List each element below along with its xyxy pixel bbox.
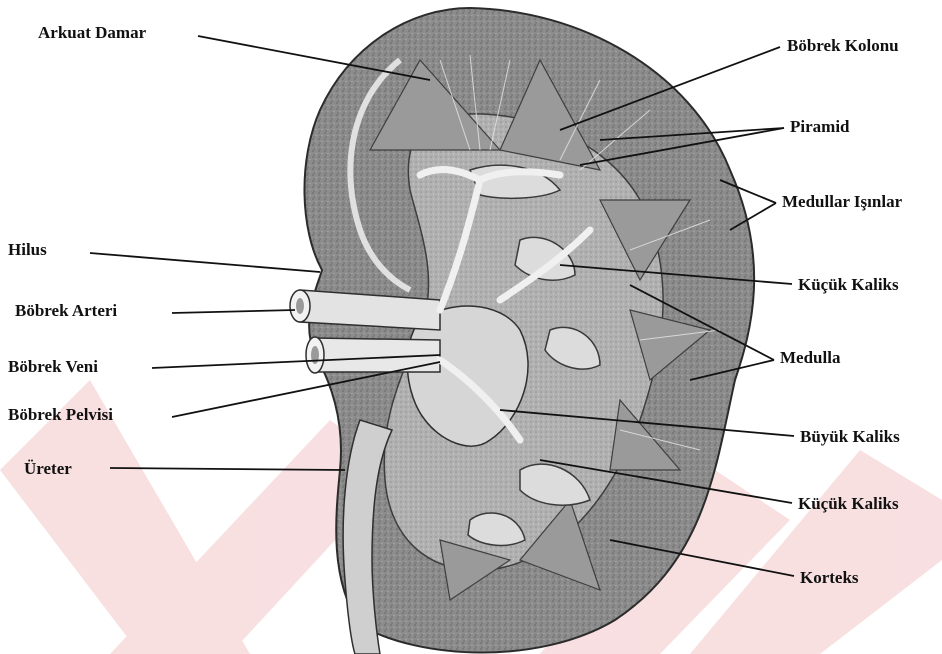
label-bobrek-veni: Böbrek Veni <box>8 358 98 375</box>
label-bobrek-kolonu: Böbrek Kolonu <box>787 37 899 54</box>
label-kucuk-kaliks-lower: Küçük Kaliks <box>798 495 899 512</box>
label-piramid: Piramid <box>790 118 850 135</box>
label-medulla: Medulla <box>780 349 840 366</box>
leader-arteri <box>172 310 295 313</box>
label-hilus: Hilus <box>8 241 47 258</box>
label-kucuk-kaliks-upper: Küçük Kaliks <box>798 276 899 293</box>
label-bobrek-arteri: Böbrek Arteri <box>15 302 117 319</box>
label-buyuk-kaliks: Büyük Kaliks <box>800 428 900 445</box>
label-korteks: Korteks <box>800 569 859 586</box>
label-bobrek-pelvisi: Böbrek Pelvisi <box>8 406 113 423</box>
label-ureter: Üreter <box>24 460 72 477</box>
label-arkuat-damar: Arkuat Damar <box>38 24 146 41</box>
renal-vein <box>306 337 440 373</box>
leader-hilus <box>90 253 320 272</box>
label-medullar-isinlar: Medullar Işınlar <box>782 193 902 210</box>
